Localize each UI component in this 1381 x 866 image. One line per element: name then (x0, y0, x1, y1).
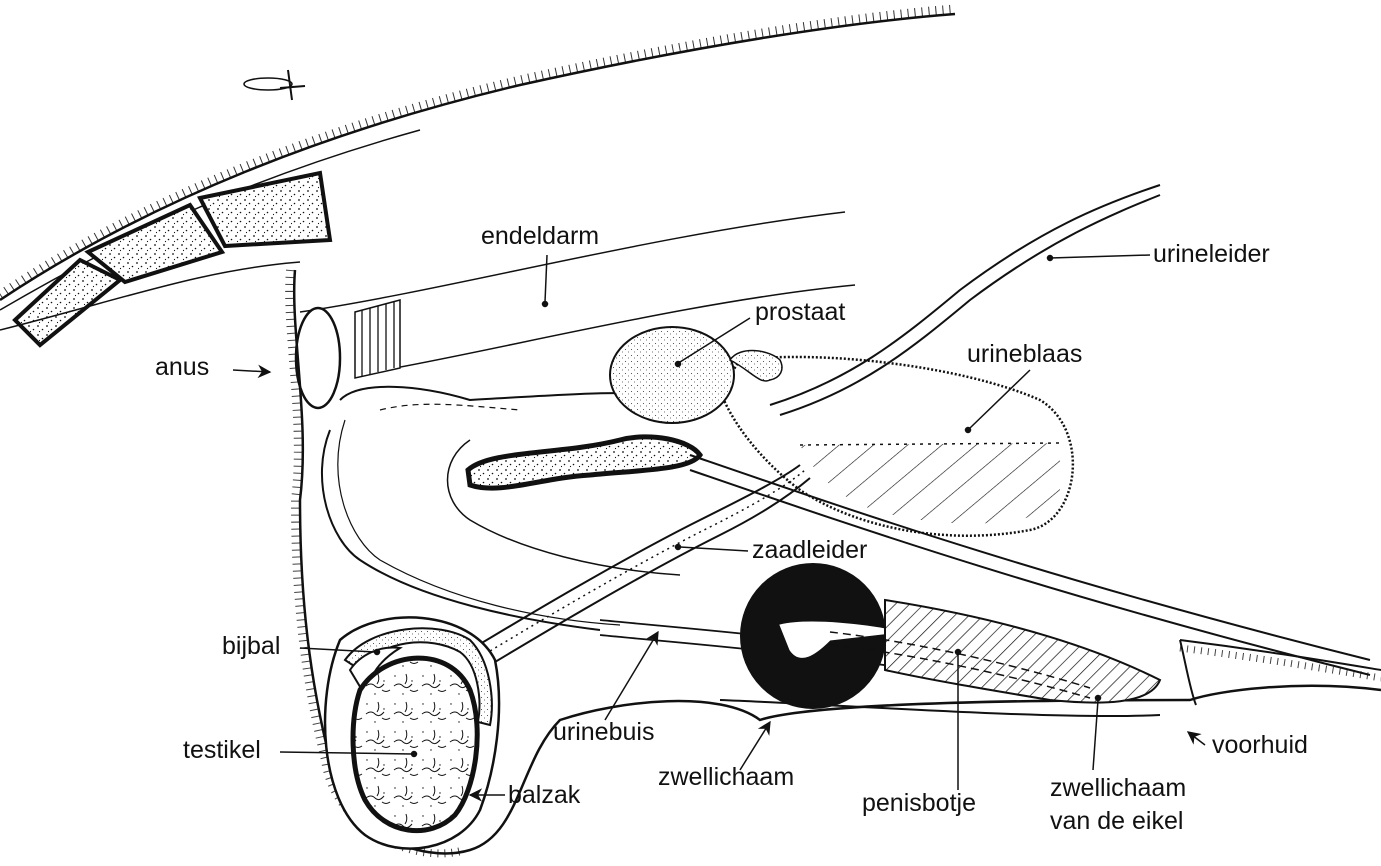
label-penisbotje: penisbotje (862, 791, 976, 816)
pubic-bone (468, 437, 700, 488)
label-bijbal: bijbal (222, 634, 280, 659)
label-urineblaas: urineblaas (967, 342, 1082, 367)
pelvic-tissue (322, 387, 680, 630)
label-balzak: balzak (508, 783, 580, 808)
label-urinebuis: urinebuis (553, 720, 654, 745)
label-zwellichaam-eikel-line2: van de eikel (1050, 805, 1250, 838)
label-endeldarm: endeldarm (481, 224, 599, 249)
label-zwellichaam: zwellichaam (658, 765, 794, 790)
bladder (720, 357, 1073, 536)
label-voorhuid: voorhuid (1212, 733, 1308, 758)
orientation-icon (244, 70, 305, 100)
vertebrae (0, 173, 330, 345)
label-prostaat: prostaat (755, 300, 845, 325)
label-testikel: testikel (183, 738, 261, 763)
anus (296, 308, 340, 408)
label-zwellichaam-van-de-eikel: zwellichaam van de eikel (1050, 772, 1250, 838)
label-zaadleider: zaadleider (752, 538, 867, 563)
label-urineleider: urineleider (1153, 242, 1270, 267)
label-zwellichaam-eikel-line1: zwellichaam (1050, 772, 1250, 805)
bulbus-glandis (741, 564, 900, 708)
label-anus: anus (155, 355, 209, 380)
testis (353, 658, 477, 831)
